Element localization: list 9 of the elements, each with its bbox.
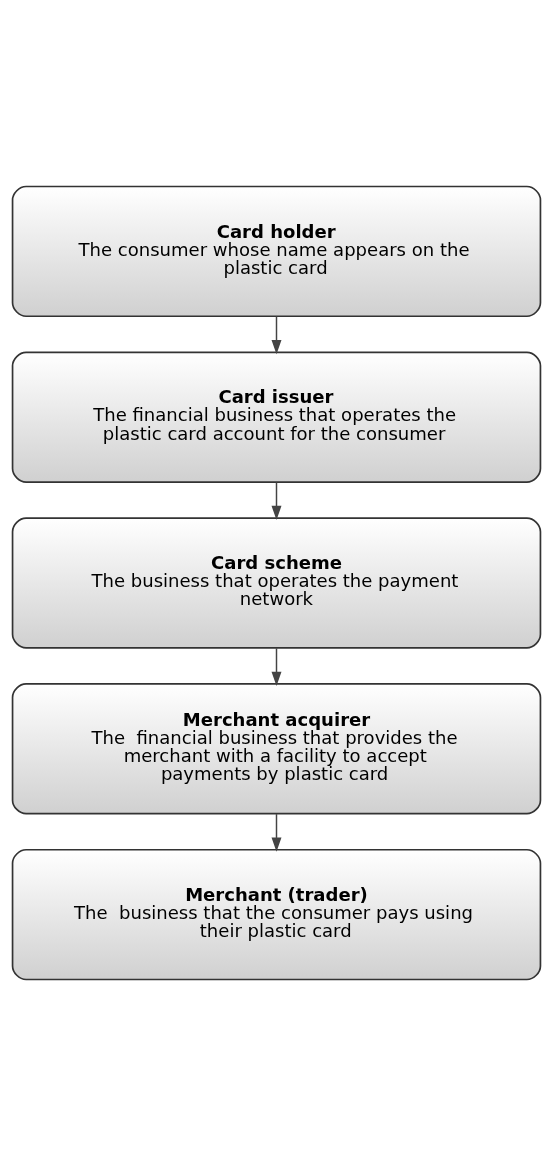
arrow	[271, 481, 282, 520]
arrow	[271, 647, 282, 686]
node-box: Merchant (trader) The business that the consumer pays using their plastic card	[11, 848, 542, 980]
arrow	[271, 315, 282, 354]
node-box: Card issuer The financial business that operates the plastic card account for the consumer	[11, 351, 542, 483]
node-box: Merchant acquirer The financial business that provides the merchant with a facility to accept payments by plastic card	[11, 682, 542, 814]
arrow	[271, 812, 282, 852]
node-box: Card holder The consumer whose name appears on the plastic card	[11, 185, 542, 317]
node-box: Card scheme The business that operates the payment network	[11, 516, 542, 649]
